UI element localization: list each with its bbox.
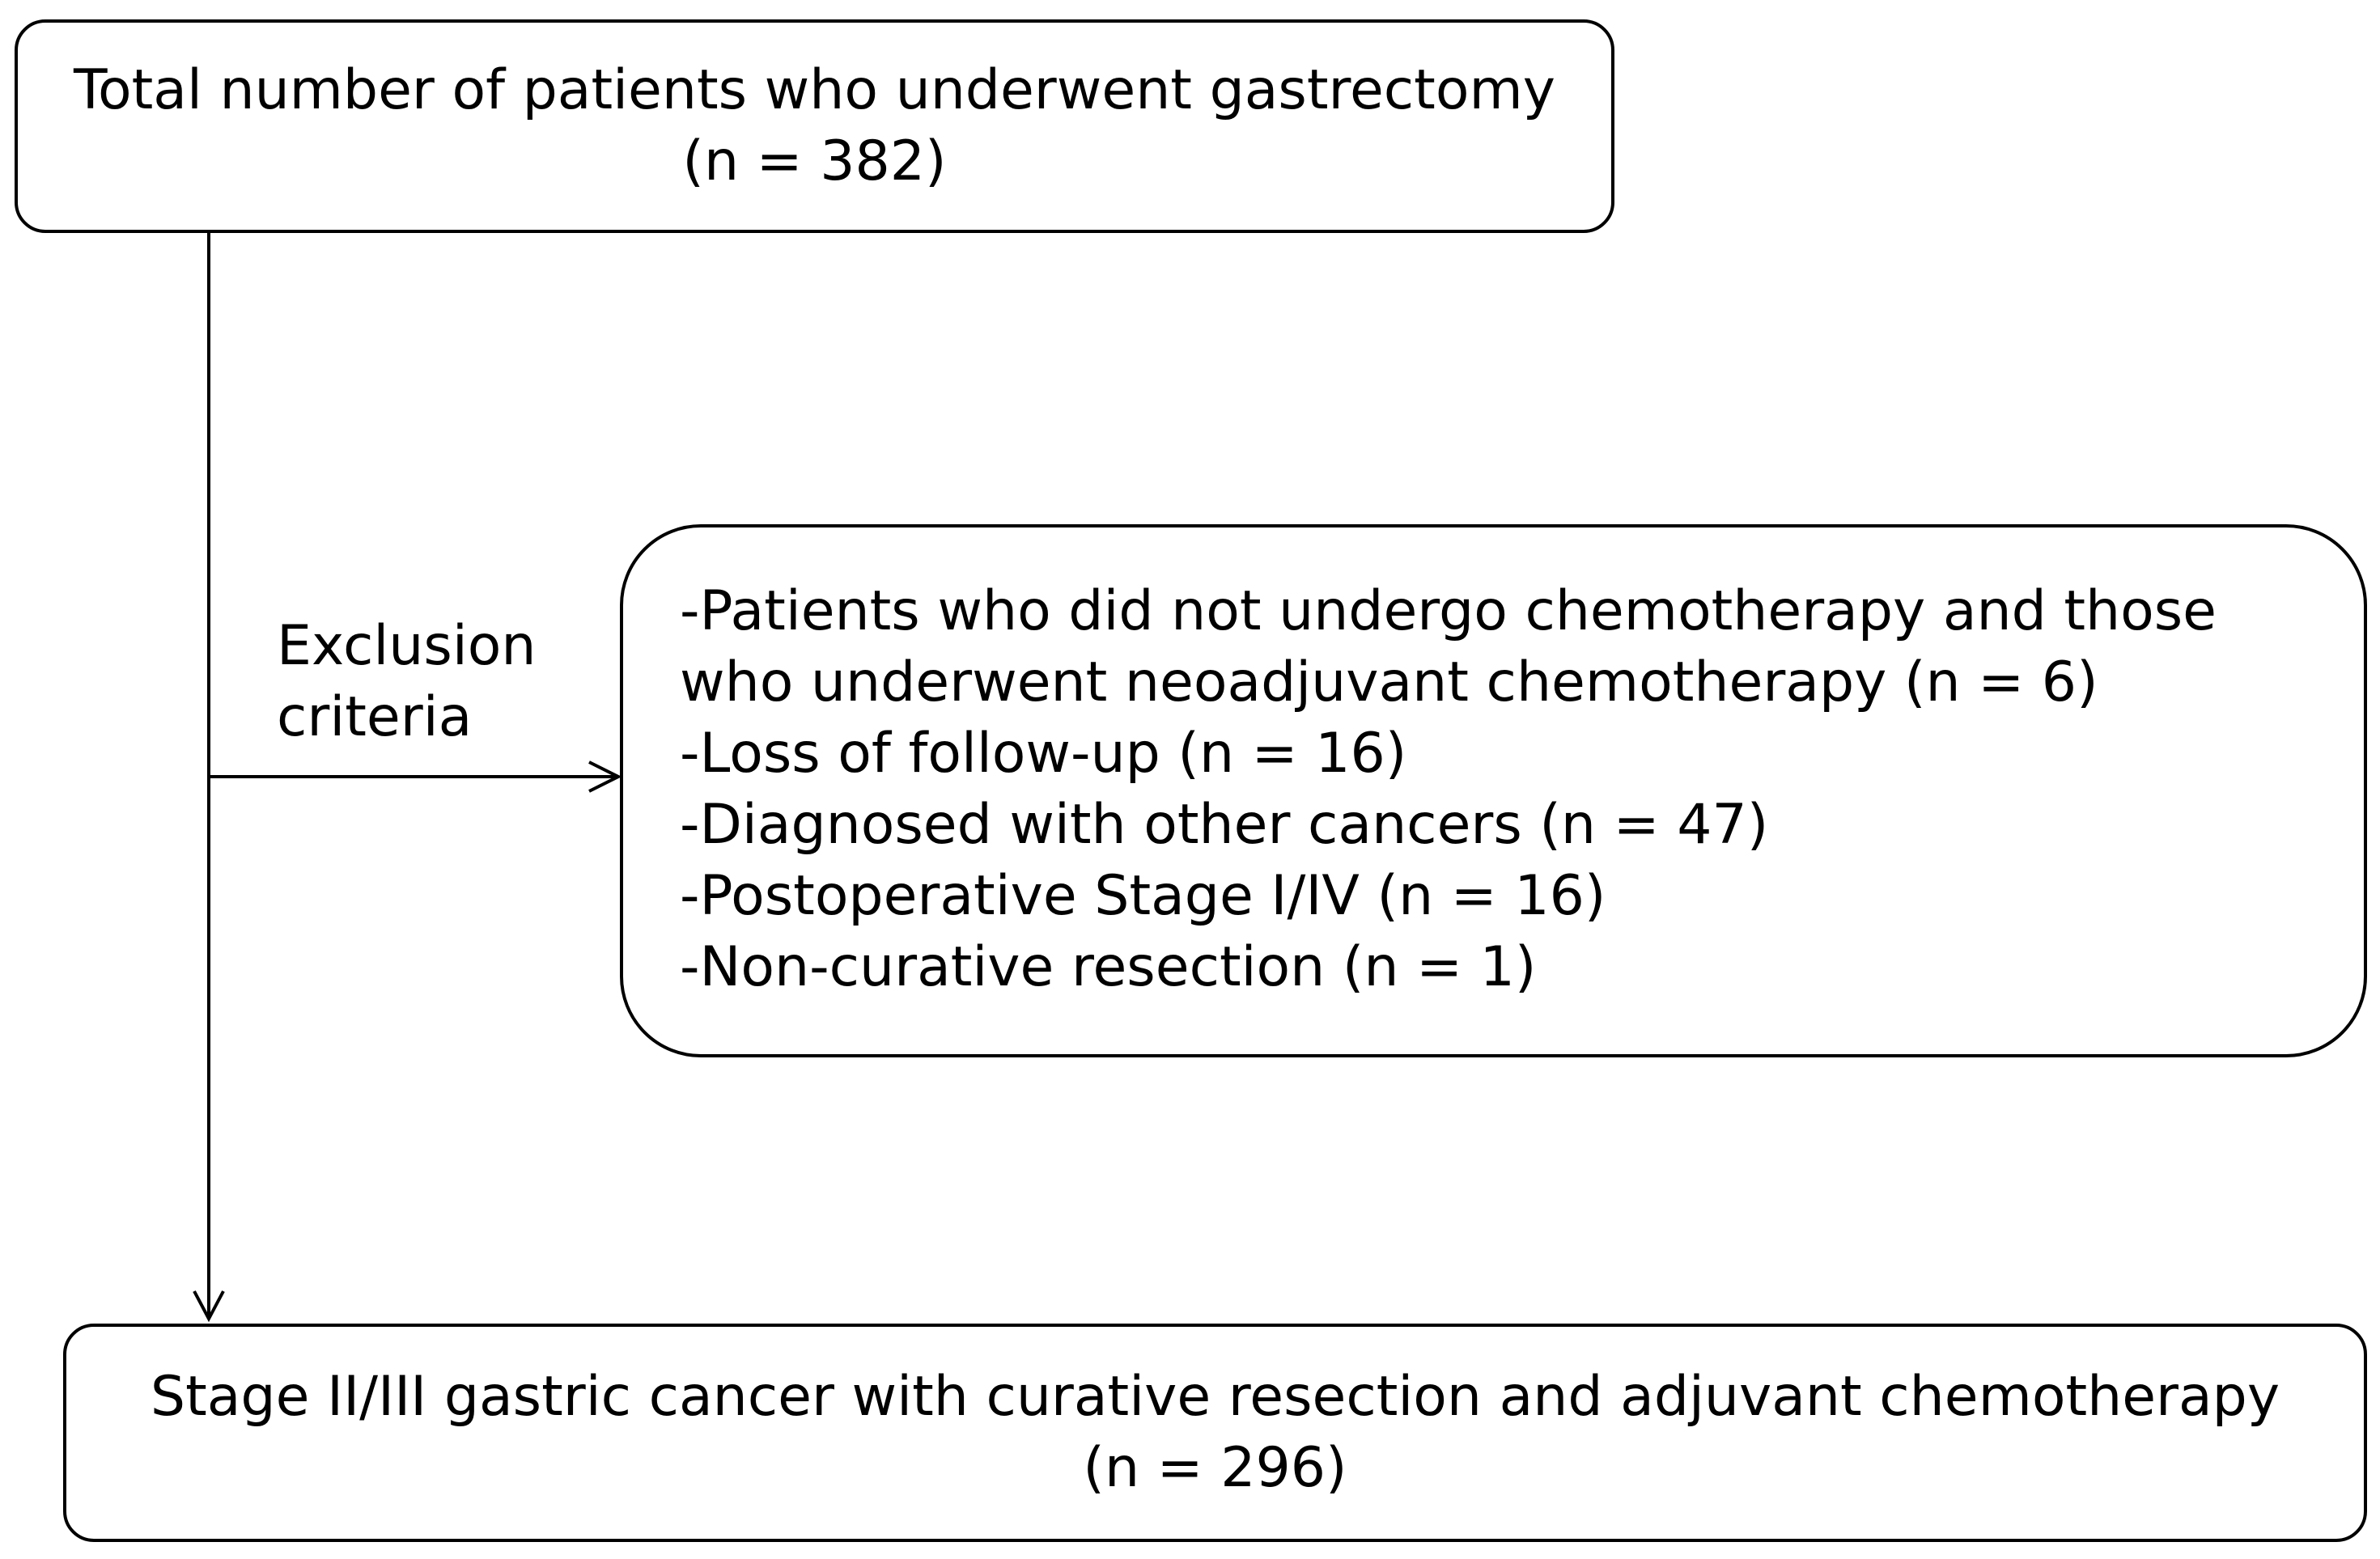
exclusion-branch-arrowhead	[588, 760, 622, 793]
exclusion-item: -Diagnosed with other cancers (n = 47)	[680, 793, 1769, 857]
exclusion-item: -Patients who did not undergo chemothera…	[680, 579, 2217, 643]
total-patients-count: (n = 382)	[682, 129, 947, 193]
exclusion-criteria-label: Exclusion criteria	[277, 611, 536, 753]
exclusion-item: -Loss of follow-up (n = 16)	[680, 722, 1407, 786]
final-cohort-count: (n = 296)	[1083, 1436, 1347, 1500]
main-flow-arrowhead	[193, 1290, 225, 1323]
exclusion-label-line2: criteria	[277, 685, 473, 749]
total-patients-label: Total number of patients who underwent g…	[74, 58, 1555, 122]
final-cohort-label: Stage II/III gastric cancer with curativ…	[150, 1365, 2280, 1429]
exclusion-box: -Patients who did not undergo chemothera…	[620, 524, 2367, 1057]
exclusion-item: -Non-curative resection (n = 1)	[680, 935, 1537, 999]
exclusion-item: -Postoperative Stage I/IV (n = 16)	[680, 864, 1606, 928]
final-cohort-box: Stage II/III gastric cancer with curativ…	[63, 1324, 2367, 1542]
exclusion-label-line1: Exclusion	[277, 614, 537, 678]
exclusion-item: who underwent neoadjuvant chemotherapy (…	[680, 650, 2098, 714]
total-patients-box: Total number of patients who underwent g…	[15, 19, 1614, 233]
